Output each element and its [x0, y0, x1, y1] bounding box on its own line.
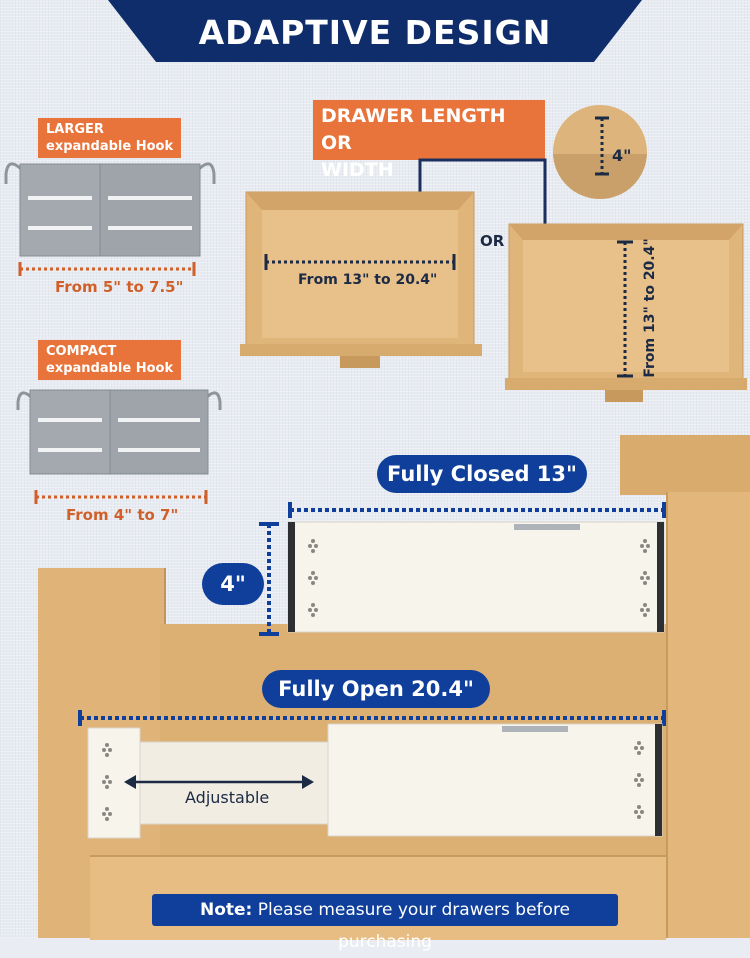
- adjustable-arrow-icon: [124, 775, 314, 789]
- fully-closed-badge: Fully Closed 13": [377, 455, 587, 493]
- closed-length-marker: [288, 502, 666, 518]
- larger-tag-line2: expandable Hook: [46, 139, 174, 154]
- furniture-side-panel: [666, 492, 750, 938]
- drawer-width-range: From 13" to 20.4": [298, 272, 438, 288]
- title-banner: [108, 0, 642, 62]
- fully-open-badge: Fully Open 20.4": [262, 670, 490, 708]
- zoom-height-label: 4": [612, 146, 632, 165]
- open-divider-illustration: [87, 723, 663, 839]
- drawer-heading-tag: DRAWER LENGTH OR WIDTH: [313, 100, 545, 181]
- drawer-heading-line1: DRAWER LENGTH OR: [321, 105, 506, 154]
- compact-tag-line2: expandable Hook: [46, 361, 174, 376]
- drawer-height-zoom: [552, 105, 648, 200]
- drawer-width-illustration: [240, 191, 482, 368]
- drawer-length-illustration: [505, 223, 747, 402]
- note-bar: Note: Please measure your drawers before…: [152, 894, 618, 952]
- open-length-marker: [78, 710, 666, 726]
- or-text: OR: [480, 232, 505, 250]
- compact-hook-illustration: [16, 389, 222, 475]
- larger-hook-tag: LARGER expandable Hook: [38, 118, 182, 158]
- closed-divider-illustration: [287, 521, 665, 633]
- note-bold-label: Note:: [199, 900, 253, 920]
- drawer-length-range: From 13" to 20.4": [642, 238, 658, 378]
- compact-tag-line1: COMPACT: [46, 344, 117, 359]
- adjustable-label: Adjustable: [185, 788, 270, 807]
- compact-range-text: From 4" to 7": [66, 506, 179, 524]
- larger-range-marker: [18, 262, 196, 276]
- divider-height-marker: [259, 522, 279, 636]
- page-title: ADAPTIVE DESIGN: [198, 13, 552, 52]
- compact-hook-tag: COMPACT expandable Hook: [38, 340, 182, 380]
- compact-range-marker: [34, 490, 208, 504]
- drawer-heading-line2: WIDTH: [321, 159, 394, 181]
- larger-range-text: From 5" to 7.5": [55, 278, 184, 296]
- larger-hook-illustration: [4, 162, 216, 257]
- divider-height-badge: 4": [202, 563, 264, 605]
- furniture-top: [620, 435, 750, 495]
- larger-tag-line1: LARGER: [46, 122, 104, 137]
